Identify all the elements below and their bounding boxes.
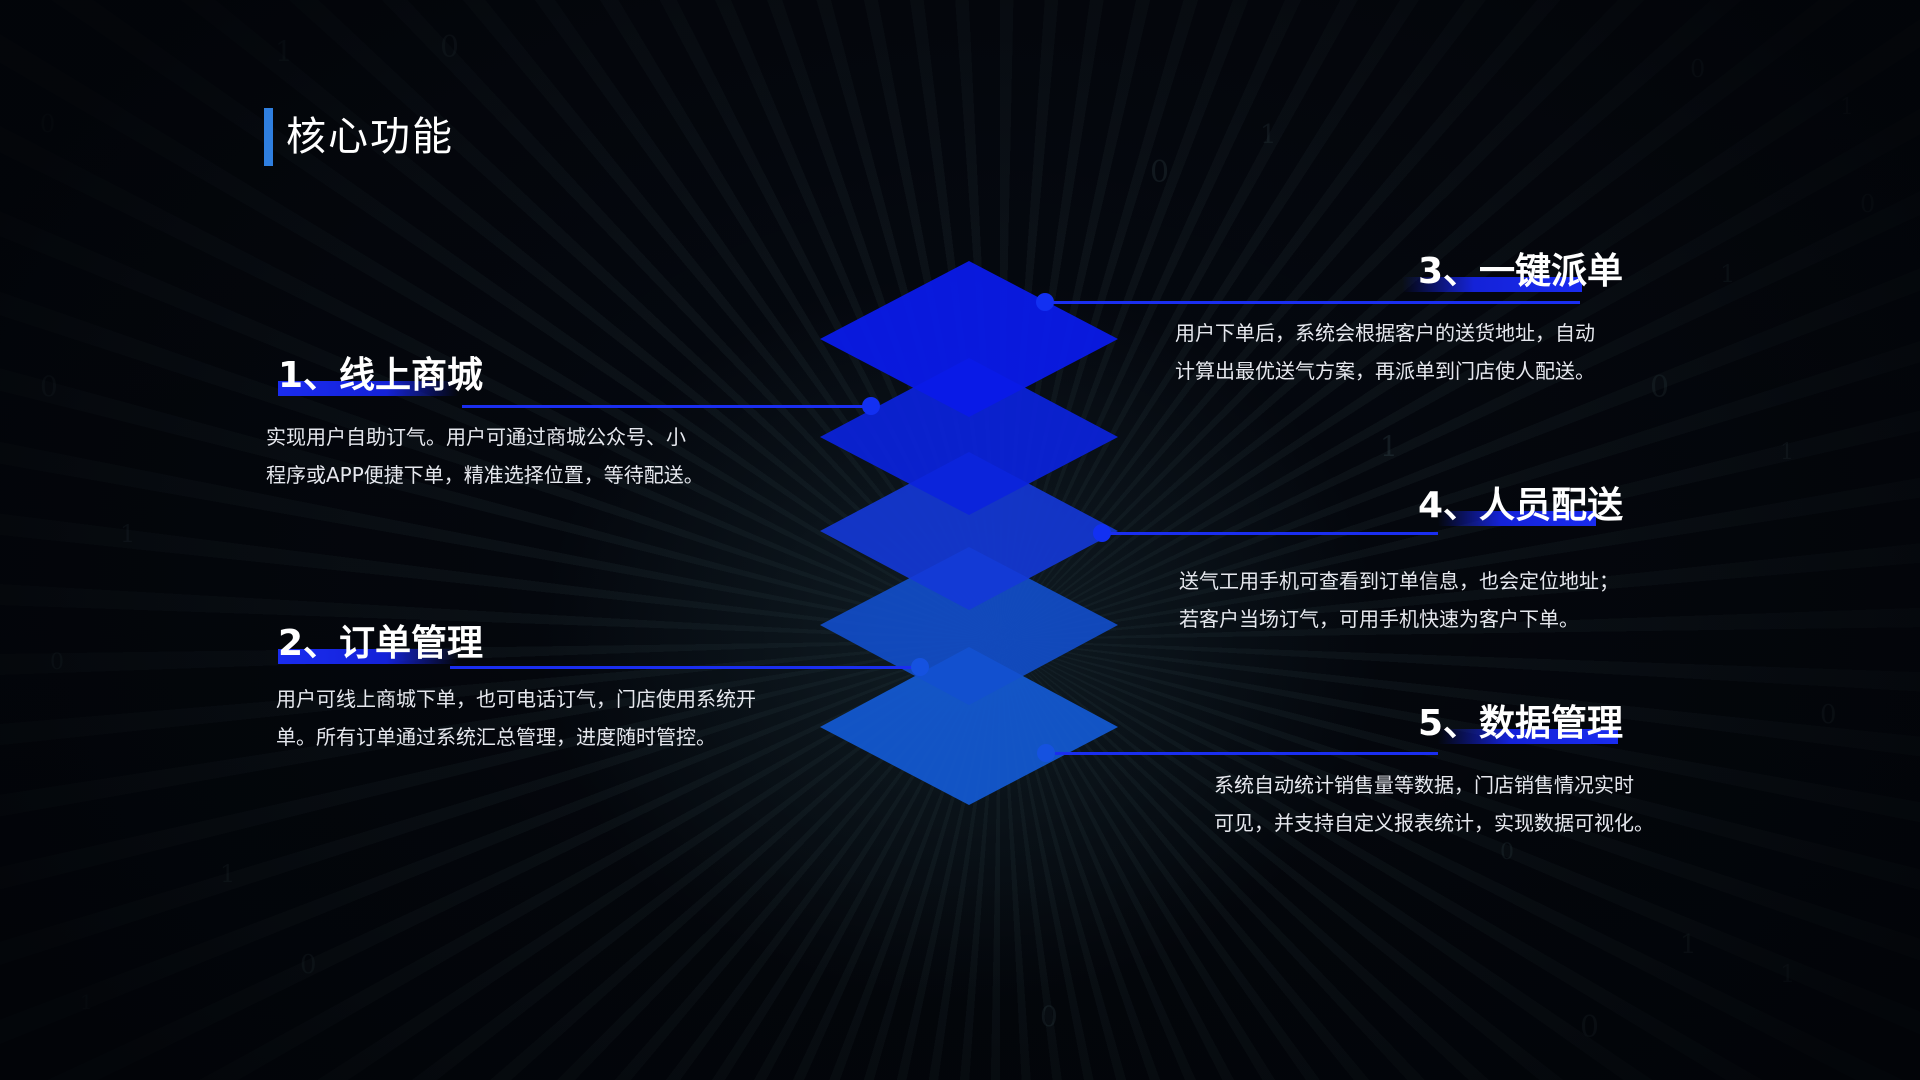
- connector-line-5: [1050, 752, 1438, 755]
- connector-dot-3: [1036, 293, 1054, 311]
- connector-dot-1: [862, 397, 880, 415]
- connector-line-4: [1108, 532, 1438, 535]
- heading-highlight: [278, 649, 458, 664]
- layer-4: [820, 547, 1118, 705]
- feature-1-heading: 1、线上商城: [278, 355, 484, 396]
- heading-highlight: [1438, 729, 1618, 744]
- feature-2-heading: 2、订单管理: [278, 623, 484, 664]
- heading-highlight: [1438, 511, 1596, 526]
- feature-3-heading: 3、一键派单: [1402, 250, 1623, 294]
- layer-1: [820, 261, 1118, 417]
- heading-highlight: [278, 381, 458, 396]
- layer-2: [820, 358, 1118, 515]
- feature-4-heading: 4、人员配送: [1418, 485, 1624, 526]
- connector-line-2: [450, 666, 920, 669]
- connector-line-3: [1052, 301, 1580, 304]
- connector-dot-2: [911, 658, 929, 676]
- page-title: 核心功能: [286, 114, 454, 160]
- heading-highlight: [1402, 277, 1582, 292]
- feature-5-description: 系统自动统计销售量等数据，门店销售情况实时 可见，并支持自定义报表统计，实现数据…: [1214, 773, 1654, 835]
- feature-3-description: 用户下单后，系统会根据客户的送货地址，自动 计算出最优送气方案，再派单到门店使人…: [1175, 321, 1595, 383]
- connector-dot-5: [1037, 744, 1055, 762]
- layer-3: [820, 452, 1118, 610]
- title-accent-bar: [264, 108, 273, 166]
- connector-dot-4: [1093, 524, 1111, 542]
- feature-1-description: 实现用户自助订气。用户可通过商城公众号、小 程序或APP便捷下单，精准选择位置，…: [266, 425, 704, 487]
- feature-5-heading: 5、数据管理: [1418, 703, 1624, 744]
- feature-4-description: 送气工用手机可查看到订单信息，也会定位地址； 若客户当场订气，可用手机快速为客户…: [1179, 569, 1619, 631]
- layer-5: [820, 647, 1118, 805]
- feature-2-description: 用户可线上商城下单，也可电话订气，门店使用系统开 单。所有订单通过系统汇总管理，…: [276, 687, 756, 749]
- connector-line-1: [462, 405, 872, 408]
